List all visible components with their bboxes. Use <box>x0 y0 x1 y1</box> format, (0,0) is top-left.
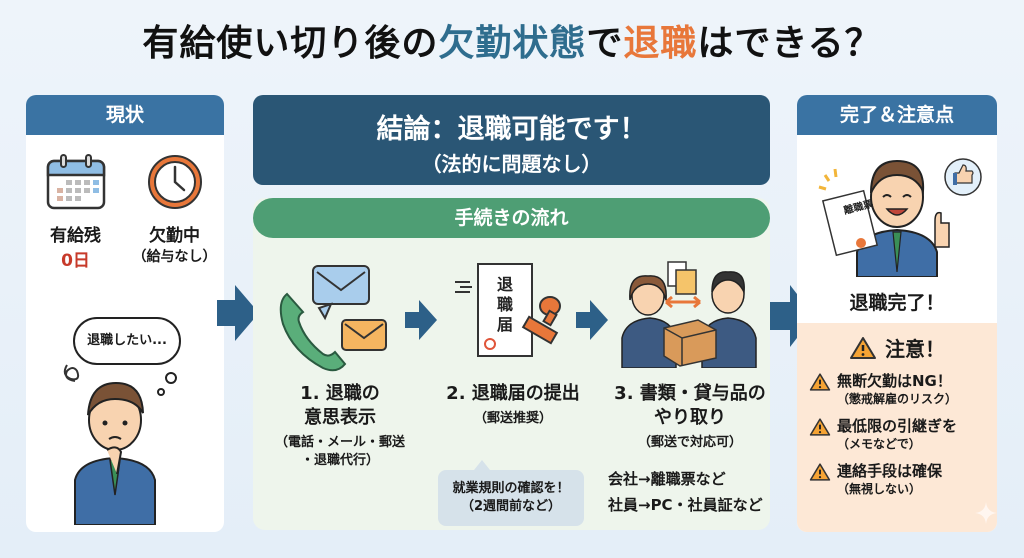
caution-main: 連絡手段は確保 <box>837 462 943 480</box>
step-note: （郵送で対応可） <box>637 435 742 450</box>
clock-icon <box>147 155 202 209</box>
arrow-right-icon <box>405 300 437 340</box>
warning-icon <box>809 373 831 391</box>
caution-title: 注意！ <box>885 337 945 361</box>
step-title: やり取り <box>654 407 726 428</box>
step-title: 2. 退職届の提出 <box>446 383 580 404</box>
title-highlight-resign: 退職 <box>623 23 698 64</box>
svg-text:届: 届 <box>497 315 513 334</box>
thought-dot <box>165 372 177 384</box>
calendar-icon <box>46 154 105 210</box>
step-note: （電話・メール・郵送 <box>274 435 405 450</box>
exchange-employee: 社員→PC・社員証など <box>608 496 763 514</box>
step-3-exchange-items: 3. 書類・貸与品の やり取り （郵送で対応可） <box>600 382 780 452</box>
caution-box: 注意！ 無断欠勤はNG！ （懲戒解雇のリスク） 最低限の引継ぎを （メモなどで）… <box>797 323 997 532</box>
current-status-header: 現状 <box>26 95 224 135</box>
procedure-flow-header: 手続きの流れ <box>253 198 770 238</box>
title-highlight-absence: 欠勤状態 <box>438 23 587 64</box>
exchange-details: 会社→離職票など 社員→PC・社員証など <box>608 466 763 518</box>
caution-header: 注意！ <box>797 333 997 362</box>
title-part: 有給使い切り後の <box>142 23 439 64</box>
sparkle-icon <box>975 502 997 524</box>
title-part: はできる？ <box>697 23 882 64</box>
conclusion-sub: （法的に問題なし） <box>421 152 602 176</box>
tip-text: （2週間前など） <box>460 499 562 514</box>
conclusion-banner: 結論：退職可能です！ （法的に問題なし） <box>253 95 770 185</box>
step-1-declaration: 1. 退職の 意思表示 （電話・メール・郵送 ・退職代行） <box>250 382 430 470</box>
step-title: 1. 退職の <box>300 383 380 404</box>
resignation-letter-icon: 退 職 届 <box>455 263 561 357</box>
step-title: 3. 書類・貸与品の <box>614 383 766 404</box>
completion-header: 完了＆注意点 <box>797 95 997 135</box>
page-title: 有給使い切り後の欠勤状態で退職はできる？ <box>0 14 1024 66</box>
caution-item: 最低限の引継ぎを （メモなどで） <box>809 417 997 452</box>
warning-icon <box>809 463 831 481</box>
tip-text: 就業規則の確認を！ <box>452 481 570 496</box>
happy-man-illustration: 離職票 <box>818 158 982 277</box>
caution-item: 連絡手段は確保 （無視しない） <box>809 462 997 497</box>
arrow-right-icon <box>770 285 814 347</box>
absence-status: 欠勤中 （給与なし） <box>130 153 220 271</box>
exchange-company: 会社→離職票など <box>608 470 726 488</box>
thought-bubble: 退職したい... <box>73 317 181 365</box>
title-part: で <box>586 23 624 64</box>
handover-icon <box>621 261 757 368</box>
thought-dot <box>157 388 165 396</box>
phone-mail-icon <box>279 265 387 372</box>
completion-panel: 完了＆注意点 離職票 退職完了！ 注意！ 無断欠勤はNG！ （懲戒解雇のリスク） <box>797 95 997 532</box>
caution-main: 最低限の引継ぎを <box>837 417 958 435</box>
caution-main: 無断欠勤はNG！ <box>837 372 952 390</box>
svg-text:退: 退 <box>497 275 513 294</box>
warning-icon <box>850 336 876 359</box>
warning-icon <box>809 418 831 436</box>
paid-leave-status: 有給残 0日 <box>31 153 121 271</box>
caution-sub: （無視しない） <box>837 482 922 496</box>
step-note: ・退職代行） <box>300 453 379 468</box>
caution-sub: （懲戒解雇のリスク） <box>837 392 958 406</box>
worried-man-illustration <box>63 364 156 525</box>
caution-sub: （メモなどで） <box>837 437 921 451</box>
arrow-right-icon <box>576 300 608 340</box>
status-label: 欠勤中 <box>149 226 200 246</box>
svg-text:職: 職 <box>497 295 513 314</box>
arrow-right-icon <box>217 285 259 341</box>
status-value: （給与なし） <box>132 249 217 265</box>
step-title: 意思表示 <box>304 407 376 428</box>
step-note: （郵送推奨） <box>473 411 552 426</box>
resignation-complete-label: 退職完了！ <box>849 292 945 314</box>
status-value: 0日 <box>61 251 90 271</box>
status-label: 有給残 <box>50 226 101 246</box>
conclusion-main: 結論：退職可能です！ <box>376 114 647 145</box>
step-2-submit-letter: 2. 退職届の提出 （郵送推奨） <box>428 382 598 428</box>
caution-item: 無断欠勤はNG！ （懲戒解雇のリスク） <box>809 372 997 407</box>
work-rules-tip: 就業規則の確認を！ （2週間前など） <box>438 460 584 526</box>
